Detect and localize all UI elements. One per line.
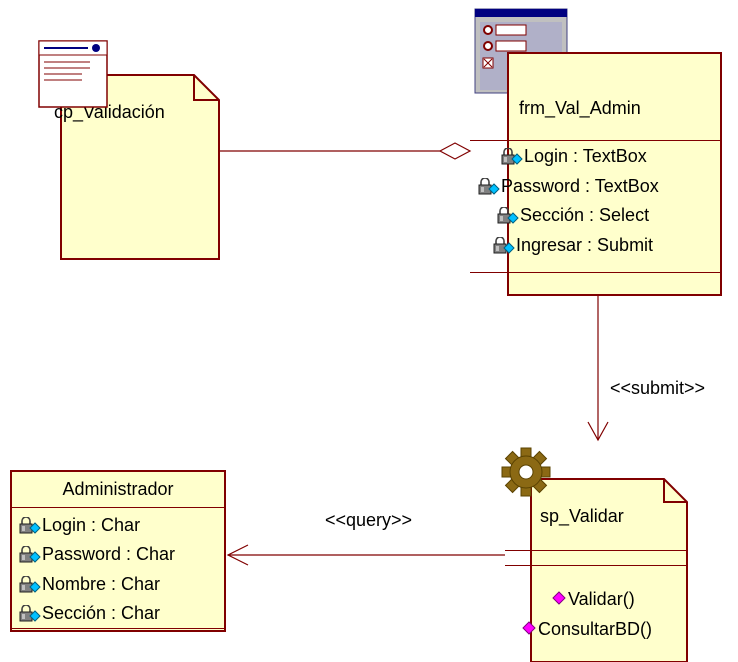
lock-icon [496,205,520,225]
query-arrowhead [226,544,249,566]
attribute-row[interactable]: Password : Char [18,544,175,565]
attribute-separator [505,550,688,551]
operation-row[interactable]: Validar() [552,589,635,610]
aggregation-diamond [438,142,472,160]
submit-stereotype-label: <<submit>> [610,378,706,398]
class-name: sp_Validar [540,506,624,526]
attribute-row[interactable]: Password : TextBox [477,176,659,197]
lock-icon [18,515,42,535]
operation-separator [505,565,688,566]
attribute-separator [10,507,226,508]
frm-val-admin-class[interactable]: frm_Val_Admin [507,52,722,296]
class-name: frm_Val_Admin [519,98,641,118]
sp-validar-class[interactable]: sp_Validar [530,478,688,662]
gear-icon [501,447,551,497]
note-shape [60,74,220,260]
administrador-class[interactable]: Administrador [10,470,226,632]
lock-icon [492,235,516,255]
attribute-row[interactable]: Login : Char [18,515,140,536]
attribute-row[interactable]: Nombre : Char [18,574,160,595]
attribute-row[interactable]: Sección : Char [18,603,160,624]
operation-icon [552,589,568,610]
lock-icon [18,603,42,623]
operation-separator [10,628,226,629]
attribute-row[interactable]: Ingresar : Submit [492,235,653,256]
lock-icon [500,146,524,166]
submit-arrowhead [587,421,609,442]
lock-icon [477,176,501,196]
lock-icon [18,574,42,594]
attribute-row[interactable]: Login : TextBox [500,146,647,167]
operation-icon [522,619,538,640]
attribute-row[interactable]: Sección : Select [496,205,649,226]
lock-icon [18,544,42,564]
class-name: Administrador [62,479,174,499]
operation-separator [470,272,722,273]
client-page-icon [38,40,108,108]
query-stereotype-label: <<query>> [325,510,413,530]
cp-validacion-class[interactable]: cp_Validación [54,74,220,260]
attribute-separator [470,140,722,141]
operation-row[interactable]: ConsultarBD() [522,619,652,640]
